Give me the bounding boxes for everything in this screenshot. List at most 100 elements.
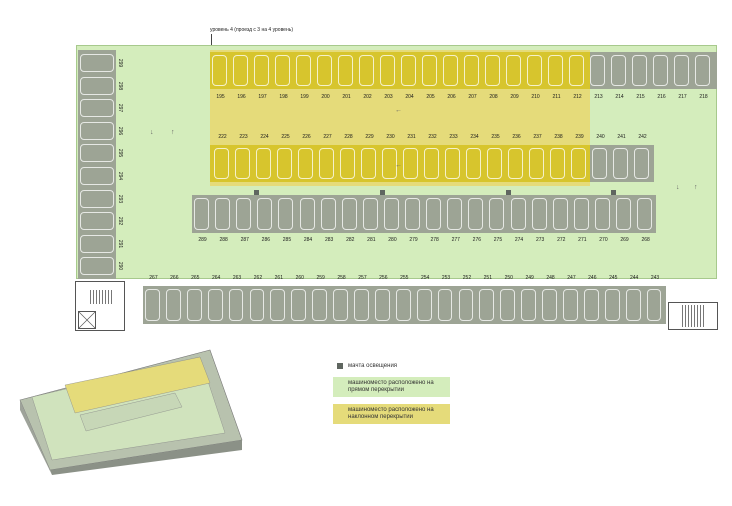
space-number: 260 — [295, 275, 304, 281]
parking-space — [275, 55, 290, 86]
parking-space — [354, 289, 369, 321]
space-number: 239 — [575, 134, 584, 140]
space-number: 281 — [367, 237, 376, 243]
space-number: 223 — [239, 134, 248, 140]
parking-space — [424, 148, 439, 179]
space-number: 242 — [638, 134, 647, 140]
space-number: 286 — [261, 237, 271, 243]
parking-space — [616, 198, 632, 230]
parking-space — [80, 257, 114, 276]
parking-space — [320, 198, 336, 230]
space-number: 266 — [170, 275, 179, 281]
space-number: 279 — [409, 237, 418, 243]
space-number: 275 — [493, 237, 503, 243]
space-number: 206 — [447, 94, 456, 100]
parking-space — [235, 148, 250, 179]
space-number: 218 — [699, 94, 708, 100]
parking-space — [443, 55, 458, 86]
space-number: 227 — [323, 134, 332, 140]
parking-space — [341, 198, 357, 230]
parking-space — [466, 148, 481, 179]
light-mast — [611, 190, 616, 195]
space-number: 274 — [514, 237, 524, 243]
legend-light-swatch — [337, 363, 343, 369]
space-number: 234 — [470, 134, 479, 140]
parking-space — [165, 289, 181, 321]
space-number: 299 — [117, 58, 124, 68]
parking-space — [531, 198, 547, 230]
space-number: 213 — [594, 94, 603, 100]
space-number: 249 — [525, 275, 534, 281]
row-band-top-inclined — [210, 52, 590, 89]
parking-space — [485, 55, 500, 86]
space-number: 215 — [636, 94, 645, 100]
space-number: 269 — [620, 237, 629, 243]
space-number: 237 — [533, 134, 542, 140]
parking-space — [489, 198, 505, 230]
space-number: 251 — [483, 275, 492, 281]
space-number: 277 — [451, 237, 460, 243]
parking-space — [447, 198, 463, 230]
arrow-down-icon: ↓ — [676, 184, 680, 191]
space-number: 280 — [388, 237, 397, 243]
light-mast — [506, 190, 511, 195]
parking-space — [340, 148, 355, 179]
parking-space — [583, 289, 599, 321]
elevator-icon — [78, 311, 96, 329]
parking-space — [80, 167, 114, 185]
parking-space — [278, 198, 294, 230]
parking-space — [317, 55, 332, 86]
row-band-second-flat — [590, 145, 654, 182]
space-number: 200 — [321, 94, 330, 100]
parking-space — [613, 148, 628, 179]
space-number: 228 — [344, 134, 353, 140]
parking-space — [194, 198, 210, 230]
parking-space — [254, 55, 269, 86]
space-number: 212 — [573, 94, 582, 100]
space-number: 295 — [117, 149, 124, 158]
space-number: 264 — [211, 275, 221, 281]
parking-space — [80, 76, 114, 95]
space-number: 247 — [567, 275, 576, 281]
parking-space — [422, 55, 437, 86]
parking-space — [80, 234, 114, 253]
space-number: 267 — [149, 275, 158, 281]
parking-space — [80, 99, 114, 118]
parking-space — [611, 55, 626, 86]
space-number: 240 — [596, 134, 605, 140]
space-number: 230 — [386, 134, 395, 140]
parking-space — [186, 289, 202, 321]
parking-space — [458, 289, 474, 321]
space-number: 271 — [578, 237, 587, 243]
parking-space — [653, 55, 668, 86]
parking-space — [604, 289, 620, 321]
space-number: 262 — [253, 275, 263, 281]
space-number: 293 — [117, 194, 124, 203]
space-number: 211 — [552, 94, 561, 100]
parking-space — [500, 289, 516, 321]
parking-space — [510, 198, 526, 230]
parking-space — [521, 289, 537, 321]
space-number: 253 — [441, 275, 451, 281]
parking-space — [426, 198, 442, 230]
parking-space — [312, 289, 328, 321]
space-number: 284 — [303, 237, 313, 243]
space-number: 278 — [430, 237, 439, 243]
parking-space — [527, 55, 542, 86]
space-number: 285 — [282, 237, 292, 243]
parking-space — [634, 148, 649, 179]
space-number: 235 — [491, 134, 500, 140]
parking-space — [569, 55, 584, 86]
parking-space — [214, 148, 229, 179]
parking-space — [542, 289, 557, 321]
parking-space — [445, 148, 460, 179]
space-number: 205 — [426, 94, 435, 100]
space-number: 202 — [363, 94, 372, 100]
space-number: 226 — [302, 134, 311, 140]
parking-space — [233, 55, 248, 86]
space-number: 296 — [117, 126, 124, 135]
parking-space — [215, 198, 231, 230]
parking-space — [80, 212, 114, 231]
parking-space — [632, 55, 647, 86]
space-number: 292 — [117, 217, 124, 226]
